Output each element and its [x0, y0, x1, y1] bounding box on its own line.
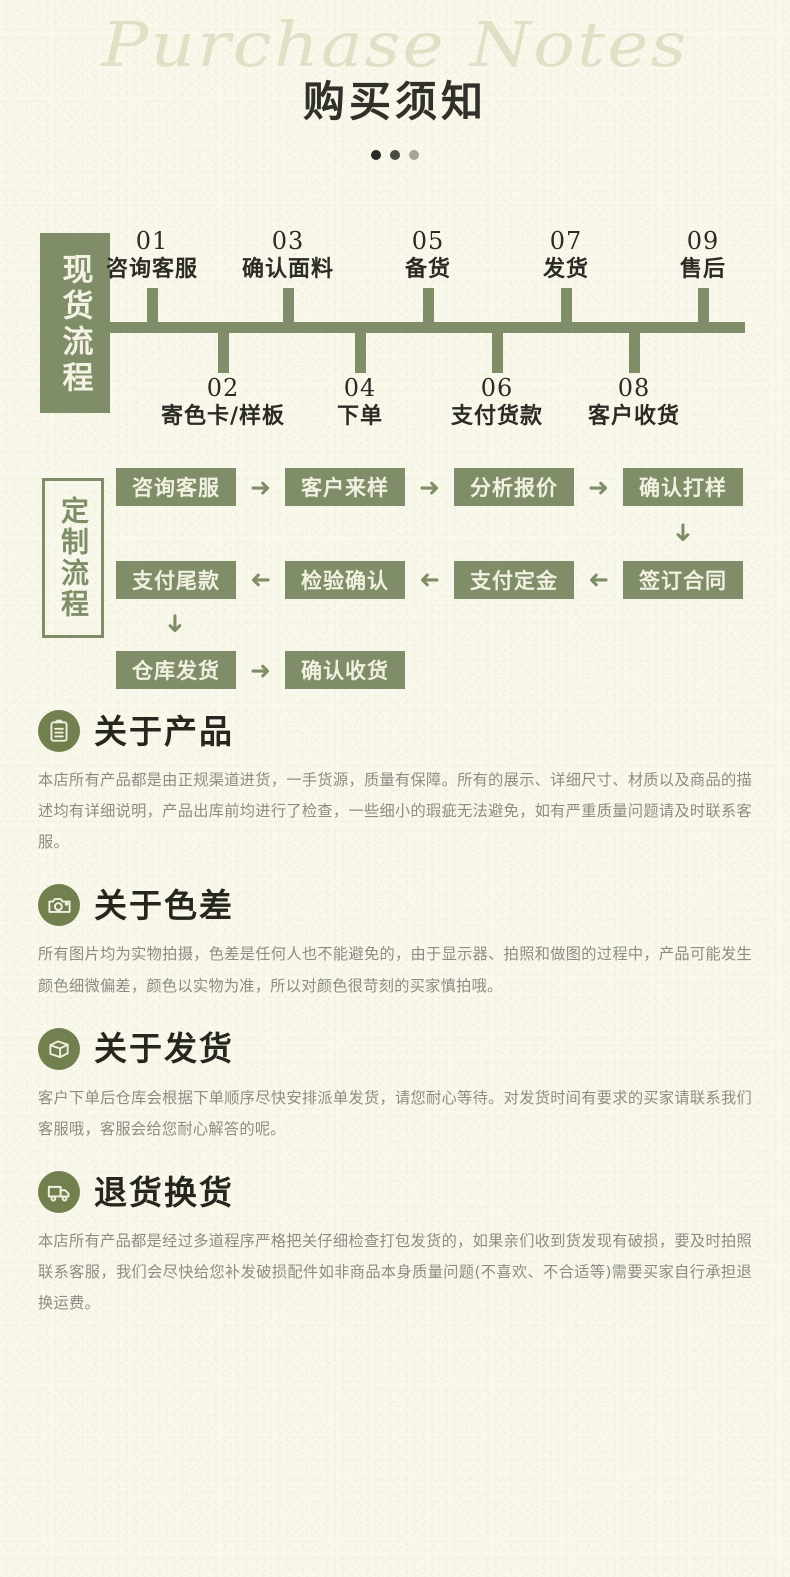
flow-box: 检验确认	[285, 561, 405, 599]
timeline-step-number: 08	[617, 374, 651, 402]
arrow-right-icon: ➜	[419, 472, 440, 502]
flow-box: 签订合同	[623, 561, 743, 599]
note-title: 退货换货	[94, 1172, 234, 1212]
timeline-tick-07	[561, 288, 572, 322]
camera-icon	[38, 884, 80, 927]
flow-box: 支付定金	[454, 561, 574, 599]
note-header: 关于色差	[38, 884, 752, 927]
clipboard-icon	[38, 710, 80, 752]
page-title: 购买须知	[302, 77, 487, 126]
timeline-step-number: 09	[686, 227, 720, 255]
timeline-tick-02	[218, 333, 229, 373]
flow-box: 确认打样	[623, 468, 743, 506]
flow-arrow: ➜	[581, 565, 616, 595]
timeline-step-number: 03	[271, 227, 305, 255]
timeline-tick-01	[147, 288, 158, 322]
flow-box: 客户来样	[285, 468, 405, 506]
timeline-step-number: 02	[206, 374, 240, 402]
flow-arrow: ➜	[243, 565, 278, 595]
carousel-dots[interactable]	[0, 150, 790, 160]
timeline-step-name: 下单	[336, 403, 384, 429]
arrow-left-icon: ➜	[588, 565, 609, 595]
timeline-step-name: 寄色卡/样板	[160, 403, 286, 429]
note-header: 关于产品	[38, 710, 752, 752]
timeline-tick-03	[283, 288, 294, 322]
script-title: Purchase Notes	[101, 8, 689, 81]
timeline-axis	[110, 322, 745, 333]
note-body: 客户下单后仓库会根据下单顺序尽快安排派单发货，请您耐心等待。对发货时间有要求的买…	[38, 1088, 752, 1138]
custom-flow-section: 定制流程 咨询客服 客户来样 分析报价 确认打样签订合同 支付定金 检验确认 支付尾款仓库发…	[0, 450, 790, 710]
timeline-step-name: 发货	[542, 256, 590, 282]
timeline-step-name: 咨询客服	[105, 256, 199, 282]
note-body: 本店所有产品都是由正规渠道进货，一手货源，质量有保障。所有的展示、详细尺寸、材质…	[38, 771, 752, 852]
timeline-step-number: 07	[549, 227, 583, 255]
timeline-step-number: 04	[343, 374, 377, 402]
note-body: 本店所有产品都是经过多道程序严格把关仔细检查打包发货的，如果亲们收到货发现有破损…	[38, 1232, 752, 1313]
note-section: 关于发货客户下单后仓库会根据下单顺序尽快安排派单发货，请您耐心等待。对发货时间有…	[38, 1027, 752, 1145]
flow-arrow: ➜	[243, 657, 278, 683]
carousel-dot-2[interactable]	[390, 150, 400, 160]
timeline-step-number: 01	[135, 227, 169, 255]
arrow-down-icon: ➜	[668, 521, 698, 543]
flow-box: 仓库发货	[116, 651, 236, 689]
flow-box: 分析报价	[454, 468, 574, 506]
timeline-step-number: 06	[480, 374, 514, 402]
note-title: 关于产品	[94, 711, 234, 751]
flow-arrow: ➜	[158, 601, 193, 645]
timeline-tick-08	[629, 333, 640, 373]
flow-arrow: ➜	[243, 474, 278, 500]
flow-box: 咨询客服	[116, 468, 236, 506]
note-title: 关于发货	[94, 1029, 234, 1069]
timeline-step-number: 05	[411, 227, 445, 255]
timeline-step-name: 确认面料	[241, 256, 335, 282]
timeline-tick-05	[423, 288, 434, 322]
note-header: 退货换货	[38, 1171, 752, 1214]
arrow-right-icon: ➜	[588, 472, 609, 502]
carousel-dot-1[interactable]	[371, 150, 381, 160]
arrow-right-icon: ➜	[250, 472, 271, 502]
flow-arrow: ➜	[666, 510, 701, 554]
timeline-tick-06	[492, 333, 503, 373]
timeline-tick-09	[698, 288, 709, 322]
note-title: 关于色差	[94, 885, 234, 925]
notes-list: 关于产品本店所有产品都是由正规渠道进货，一手货源，质量有保障。所有的展示、详细尺…	[0, 710, 790, 1320]
flow-arrow: ➜	[412, 474, 447, 500]
timeline-step-name: 支付货款	[450, 403, 544, 429]
flow-arrow: ➜	[581, 474, 616, 500]
custom-flow-label: 定制流程	[42, 478, 104, 638]
timeline-step-name: 客户收货	[587, 403, 681, 429]
arrow-left-icon: ➜	[419, 565, 440, 595]
stock-flow-label: 现货流程	[40, 233, 110, 413]
note-section: 关于色差所有图片均为实物拍摄，色差是任何人也不能避免的，由于显示器、拍照和做图的…	[38, 884, 752, 1001]
carousel-dot-3[interactable]	[409, 150, 419, 160]
truck-icon	[38, 1171, 80, 1214]
arrow-down-icon: ➜	[160, 612, 190, 634]
note-body: 所有图片均为实物拍摄，色差是任何人也不能避免的，由于显示器、拍照和做图的过程中，…	[38, 945, 752, 995]
note-section: 关于产品本店所有产品都是由正规渠道进货，一手货源，质量有保障。所有的展示、详细尺…	[38, 710, 752, 858]
arrow-right-icon: ➜	[250, 655, 271, 685]
arrow-left-icon: ➜	[250, 565, 271, 595]
flow-box: 支付尾款	[116, 561, 236, 599]
note-header: 关于发货	[38, 1027, 752, 1070]
note-section: 退货换货本店所有产品都是经过多道程序严格把关仔细检查打包发货的，如果亲们收到货发…	[38, 1171, 752, 1319]
flow-arrow: ➜	[412, 565, 447, 595]
box-icon	[38, 1027, 80, 1070]
flow-box: 确认收货	[285, 651, 405, 689]
timeline-step-name: 售后	[679, 256, 727, 282]
timeline-step-name: 备货	[404, 256, 452, 282]
page-header: Purchase Notes 购买须知	[0, 0, 790, 200]
timeline-tick-04	[355, 333, 366, 373]
